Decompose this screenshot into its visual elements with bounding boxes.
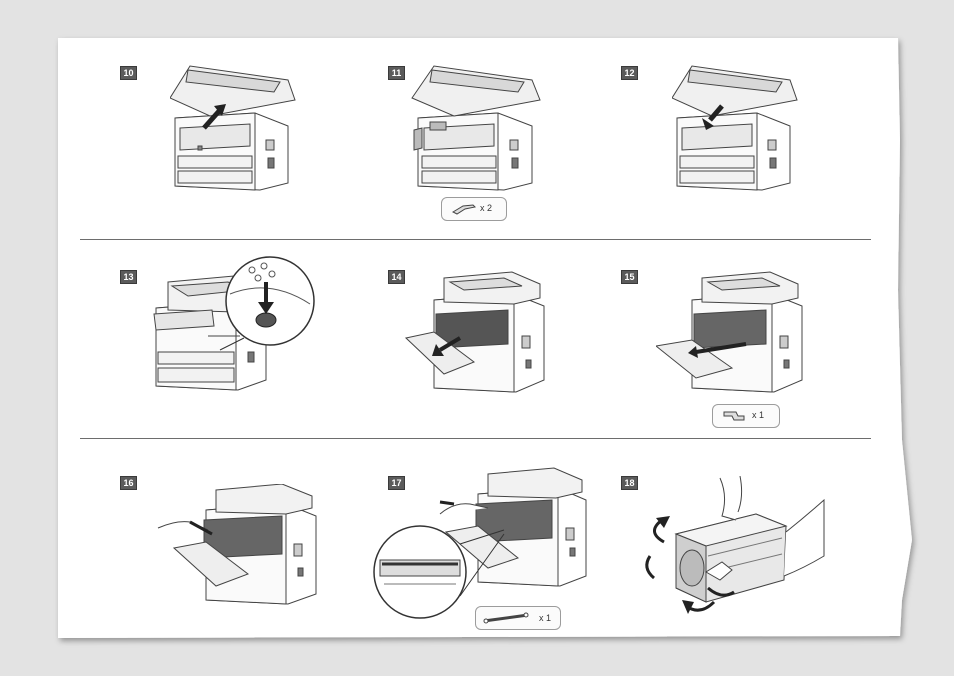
step-number: 14 (388, 270, 405, 284)
step-number: 10 (120, 66, 137, 80)
packing-clip-icon (722, 408, 748, 424)
printer-remove-strip-illustration (370, 464, 590, 624)
printer-lid-open-illustration (410, 58, 545, 196)
printer-front-cover-open-illustration (404, 270, 550, 398)
step-number: 12 (621, 66, 638, 80)
step-number: 13 (120, 270, 137, 284)
packing-strip-icon (482, 612, 530, 624)
printer-power-button-illustration (148, 254, 316, 400)
printer-lid-open-illustration (170, 58, 300, 196)
row-divider (80, 239, 871, 240)
row-divider (80, 438, 871, 439)
printer-front-cover-open-illustration (656, 270, 806, 398)
step-number: 11 (388, 66, 405, 80)
toner-cartridge-shake-illustration (636, 476, 826, 622)
printer-remove-tape-illustration (156, 484, 322, 608)
parts-quantity: x 2 (480, 203, 492, 213)
parts-quantity: x 1 (752, 410, 764, 420)
printer-lid-open-illustration (672, 58, 802, 196)
lock-clip-icon (451, 202, 477, 216)
step-number: 15 (621, 270, 638, 284)
step-number: 16 (120, 476, 137, 490)
parts-quantity: x 1 (539, 613, 551, 623)
